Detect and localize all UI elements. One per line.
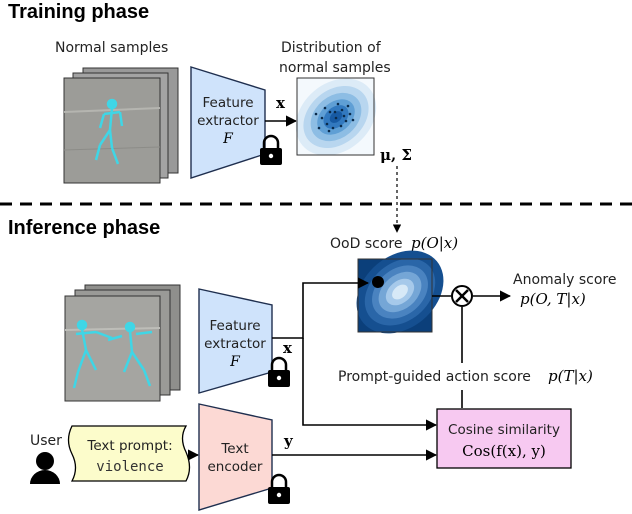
distribution-label-1: Distribution of xyxy=(281,40,382,56)
cosine-label: Cosine similarity xyxy=(448,422,560,438)
x-symbol-train: x xyxy=(276,94,286,112)
training-heading: Training phase xyxy=(8,1,149,23)
user-label: User xyxy=(30,433,62,449)
extractor-infer-line1: Feature xyxy=(209,318,260,334)
extractor-infer-line2: extractor xyxy=(204,336,266,352)
encoder-line2: encoder xyxy=(208,459,263,475)
lock-icon xyxy=(268,473,290,504)
text-prompt-box xyxy=(67,425,191,482)
extractor-train-symbol: F xyxy=(222,131,234,147)
anomaly-expr: p(O, T|x) xyxy=(520,290,586,308)
normal-samples-stack xyxy=(63,67,179,184)
inference-samples-stack xyxy=(64,284,181,402)
cosine-similarity-box xyxy=(436,408,572,469)
text-prompt-value: violence xyxy=(96,459,163,475)
prompt-score-expr: p(T|x) xyxy=(548,367,593,385)
ood-label: OoD score xyxy=(330,236,402,252)
ood-expr: p(O|x) xyxy=(411,234,458,252)
x-to-cosine-arrow xyxy=(302,338,438,431)
prompt-score-label: Prompt-guided action score xyxy=(338,369,531,385)
lock-icon xyxy=(260,134,282,165)
distribution-label-2: normal samples xyxy=(279,60,391,76)
extractor-train-line1: Feature xyxy=(202,95,253,111)
encoder-line1: Text xyxy=(220,441,248,457)
anomaly-label: Anomaly score xyxy=(513,272,616,288)
lock-icon xyxy=(268,356,290,387)
text-prompt-label: Text prompt: xyxy=(86,438,172,454)
multiply-icon xyxy=(451,285,473,307)
fighting-skeletons xyxy=(72,319,153,389)
inference-heading: Inference phase xyxy=(8,217,160,239)
user-icon xyxy=(30,452,60,484)
extractor-train-line2: extractor xyxy=(197,113,259,129)
text-encoder xyxy=(198,403,273,511)
ood-heatmap xyxy=(356,250,444,334)
normal-samples-label: Normal samples xyxy=(55,40,168,56)
distribution-heatmap xyxy=(295,77,377,156)
cosine-expr: Cos(f(x), y) xyxy=(462,442,546,460)
x-symbol-infer: x xyxy=(283,339,293,357)
skeleton-figure xyxy=(94,98,124,165)
extractor-infer-symbol: F xyxy=(229,354,241,370)
params-mu-sigma: μ, Σ xyxy=(380,146,412,164)
y-symbol: y xyxy=(283,432,294,450)
x-to-ood-arrow xyxy=(272,277,370,339)
